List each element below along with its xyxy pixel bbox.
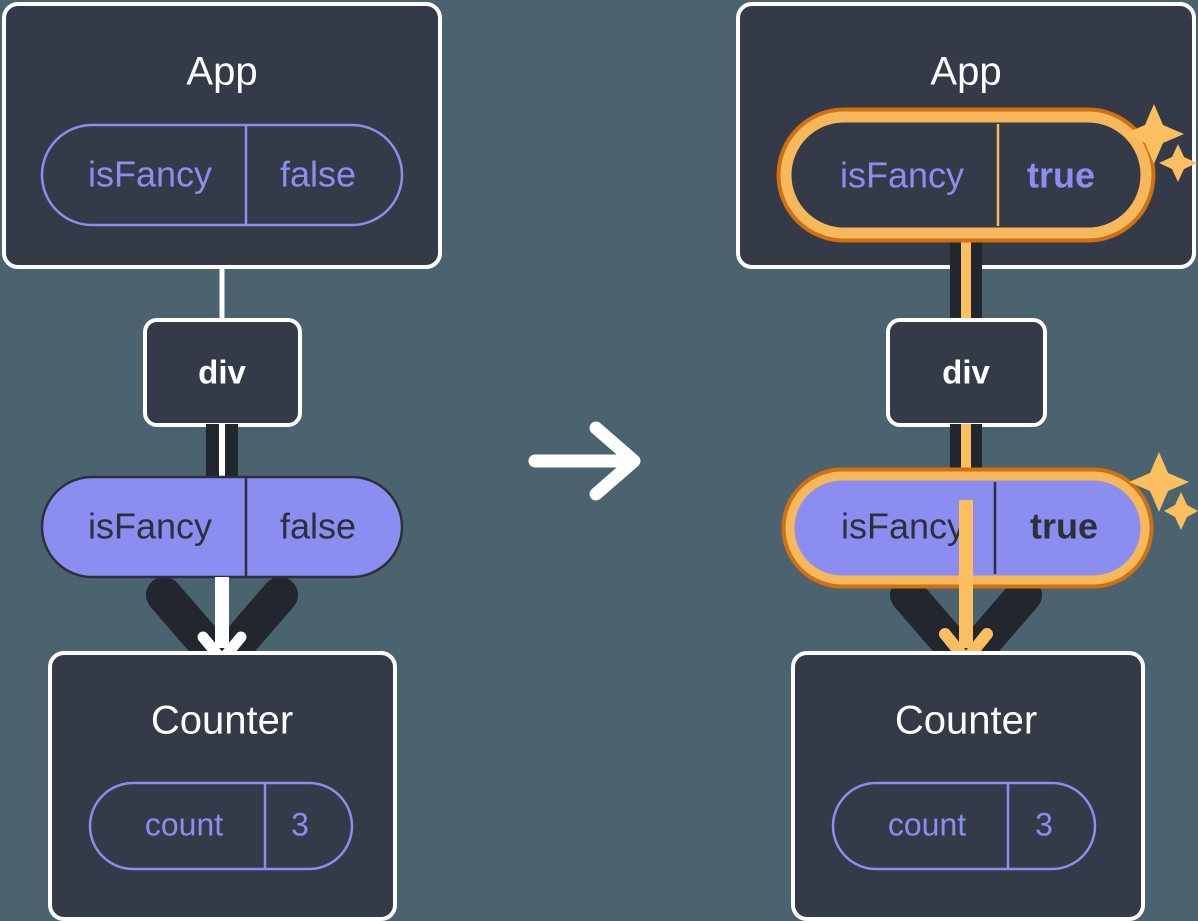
counter-pill-name-after: count — [888, 806, 966, 842]
app-pill-shape-before — [40, 123, 404, 227]
counter-pill-value-after: 3 — [1035, 806, 1053, 842]
prop-pill-value-after: true — [1030, 506, 1098, 547]
counter-box-before — [48, 651, 397, 921]
div-label-after: div — [942, 354, 990, 391]
counter-pill-shape-after — [831, 781, 1097, 871]
app-title-before: App — [186, 50, 257, 94]
app-pill-before: isFancy false — [40, 123, 404, 227]
panel-after: App isFancy true di — [736, 2, 1198, 921]
div-label-before: div — [198, 354, 246, 391]
counter-title-before: Counter — [151, 699, 293, 743]
counter-pill-before: count 3 — [88, 781, 354, 871]
connector-div-to-pill-before — [206, 424, 238, 484]
prop-pill-before: isFancy false — [40, 475, 404, 579]
prop-pill-name-after: isFancy — [841, 506, 965, 547]
prop-pill-value-before: false — [280, 506, 356, 547]
counter-title-after: Counter — [895, 699, 1037, 743]
sparkle-icon-app-after — [1124, 104, 1197, 182]
app-pill-highlight-inner-after — [780, 111, 1152, 239]
prop-pill-name-before: isFancy — [88, 506, 212, 547]
counter-pill-value-before: 3 — [291, 806, 309, 842]
counter-pill-name-before: count — [145, 806, 223, 842]
sparkle-icon-prop-after — [1129, 452, 1198, 530]
counter-pill-after: count 3 — [831, 781, 1097, 871]
app-pill-name-before: isFancy — [88, 154, 212, 195]
app-title-after: App — [930, 50, 1001, 94]
app-pill-after: isFancy true — [776, 107, 1156, 243]
down-arrow-icon-before — [197, 577, 247, 666]
connector-app-to-div-after — [950, 225, 982, 335]
app-box-before — [2, 2, 442, 269]
panel-before: App isFancy false div — [2, 2, 442, 921]
app-pill-value-after: true — [1027, 155, 1095, 196]
counter-pill-shape-before — [88, 781, 354, 871]
counter-box-after — [791, 651, 1145, 921]
transition-arrow-right-icon — [528, 421, 641, 501]
app-pill-value-before: false — [280, 154, 356, 195]
app-pill-name-after: isFancy — [840, 155, 964, 196]
